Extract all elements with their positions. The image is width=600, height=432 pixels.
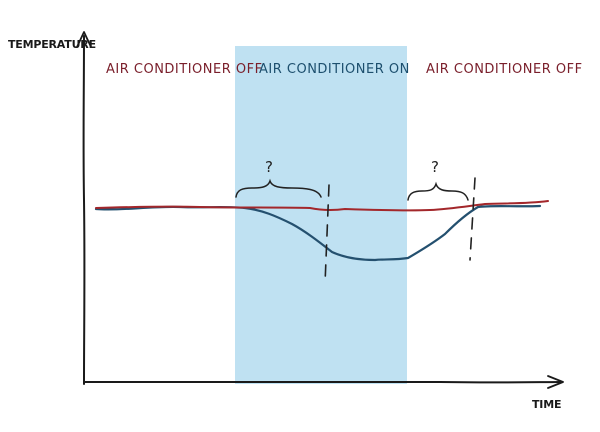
question-mark-right: ? — [431, 158, 439, 176]
dashed-marker-left — [324, 184, 330, 285]
y-axis-label: TEMPERATURE — [8, 38, 96, 51]
question-mark-left: ? — [265, 158, 273, 176]
y-axis-arrow-icon — [76, 31, 92, 48]
brace-right-icon — [407, 181, 469, 201]
brace-left-icon — [235, 178, 322, 198]
red-temperature-line — [95, 200, 549, 212]
x-axis-label: TIME — [532, 398, 561, 411]
zone-left-label: AIR CONDITIONER OFF — [106, 62, 263, 77]
dashed-marker-right — [469, 177, 476, 261]
ac-on-zone — [235, 46, 407, 384]
x-axis-arrow-icon — [547, 375, 564, 389]
zone-middle-label: AIR CONDITIONER ON — [259, 62, 410, 77]
zone-right-label: AIR CONDITIONER OFF — [426, 62, 583, 77]
y-axis — [82, 35, 86, 385]
x-axis — [83, 380, 563, 384]
